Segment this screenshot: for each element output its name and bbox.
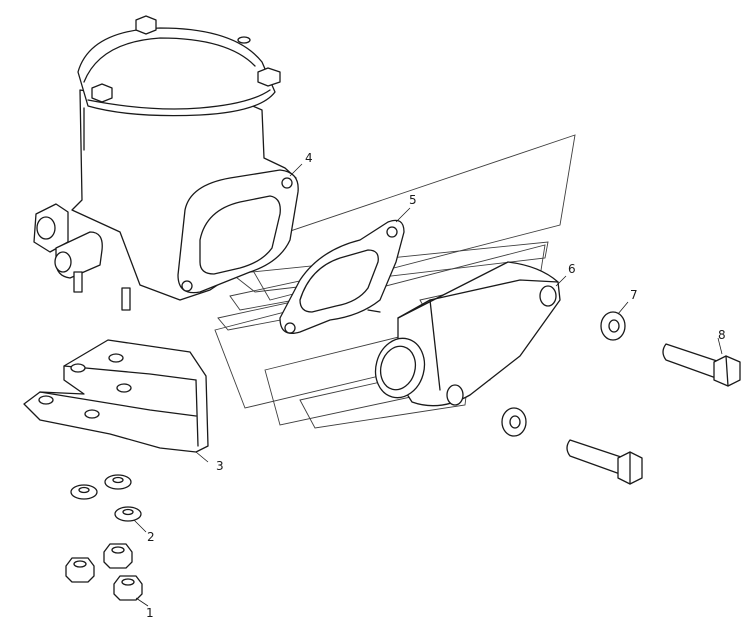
lock-washers (70, 474, 142, 522)
callout-6: 6 (568, 262, 576, 276)
flat-washers (501, 311, 626, 437)
pump-housing (33, 15, 299, 311)
callout-3: 3 (216, 459, 224, 473)
gasket (279, 219, 405, 335)
elbow-fitting (367, 261, 561, 407)
callout-7: 7 (630, 288, 638, 302)
hex-bolts (566, 343, 741, 485)
callout-5: 5 (409, 193, 417, 207)
callout-1: 1 (146, 606, 154, 620)
callout-2: 2 (147, 530, 155, 544)
callout-leaders (133, 163, 723, 607)
hex-nuts (65, 543, 143, 601)
callout-8: 8 (718, 328, 726, 342)
callout-4: 4 (305, 151, 313, 165)
mounting-bracket (23, 339, 209, 453)
